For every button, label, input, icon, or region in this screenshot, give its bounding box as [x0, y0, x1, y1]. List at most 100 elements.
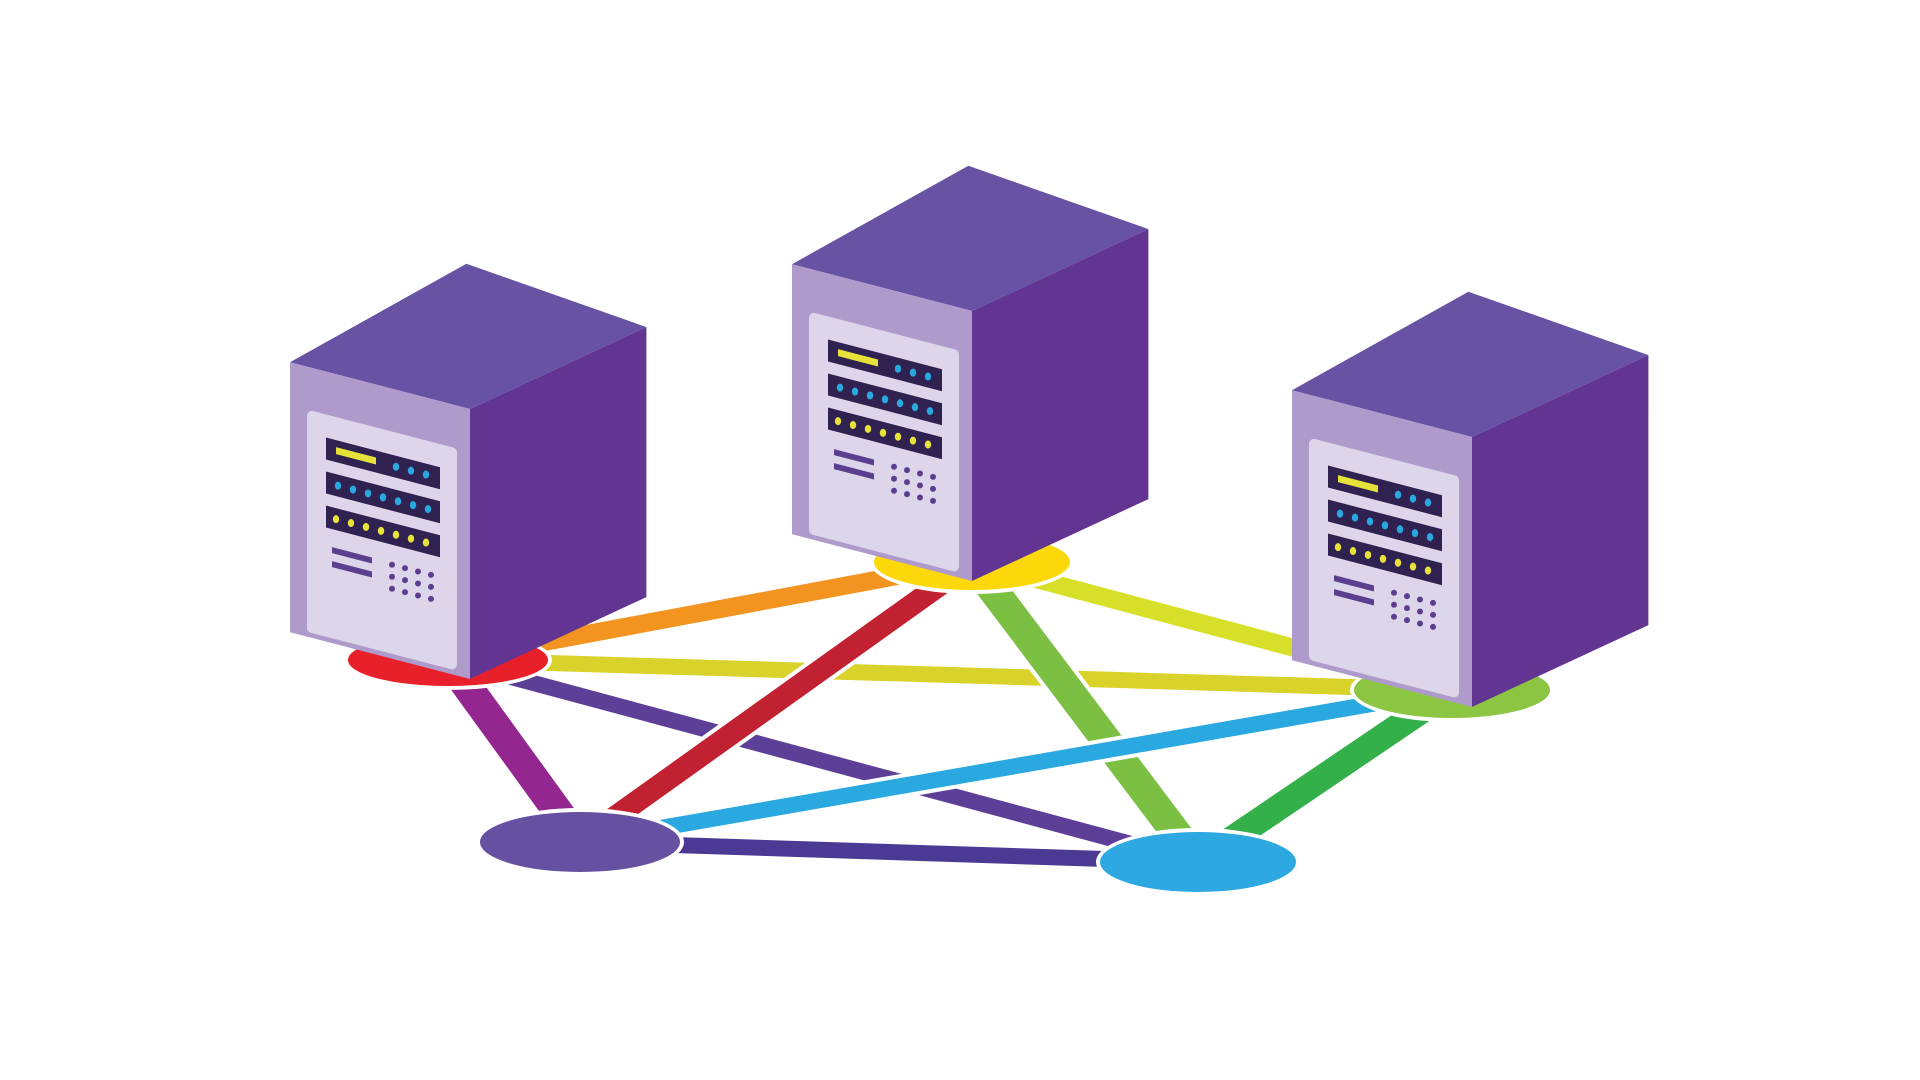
server-led: [864, 424, 872, 433]
server-led: [1424, 498, 1432, 507]
server-vent-dot: [1391, 601, 1397, 608]
server-led: [407, 534, 415, 543]
server-vent-line: [332, 561, 372, 578]
server-vent-dot: [930, 473, 936, 480]
server-led: [1426, 533, 1434, 542]
link-line: [447, 652, 1453, 698]
server-led: [362, 522, 370, 531]
server-vent-line: [1334, 575, 1374, 592]
server-top-face: [1292, 291, 1649, 437]
link-line: [445, 652, 1201, 870]
server-led: [407, 466, 415, 475]
server-led: [394, 497, 402, 506]
server-led: [349, 485, 357, 494]
server-led: [1351, 513, 1359, 522]
server-led: [364, 489, 372, 498]
server-led: [1394, 490, 1402, 499]
server-led: [409, 501, 417, 510]
server-led: [834, 417, 842, 426]
server-vent-dot: [415, 580, 421, 587]
server-vent-dot: [891, 475, 897, 482]
server-vent-dot: [428, 583, 434, 590]
server-led: [866, 391, 874, 400]
server-vent-dot: [402, 577, 408, 584]
server-side-face: [1472, 355, 1649, 707]
server-led: [911, 403, 919, 412]
server-led: [392, 462, 400, 471]
server-led: [1336, 509, 1344, 518]
server-led: [392, 530, 400, 539]
server-led: [849, 421, 857, 430]
server-vent-dot: [904, 467, 910, 474]
server-vent-dot: [402, 565, 408, 572]
link-red-green: [447, 648, 1453, 702]
server-led: [1334, 543, 1342, 552]
node-blue: [1100, 832, 1296, 892]
server-led: [909, 436, 917, 445]
server-vent-line: [834, 449, 874, 466]
server-led: [896, 399, 904, 408]
server-vent-dot: [389, 573, 395, 580]
server-led: [1409, 562, 1417, 571]
server-led: [894, 432, 902, 441]
server-vent-dot: [1430, 623, 1436, 630]
server-vent-dot: [1417, 620, 1423, 627]
server-vent-dot: [891, 487, 897, 494]
server-vent-line: [1334, 589, 1374, 606]
server-led: [851, 387, 859, 396]
server-vent-dot: [402, 589, 408, 596]
server-led: [1364, 550, 1372, 559]
server-side-face: [972, 229, 1149, 581]
node-purple: [480, 812, 680, 872]
server-led: [879, 428, 887, 437]
link-red-blue: [444, 648, 1202, 874]
server-vent-dot: [891, 463, 897, 470]
servers-layer: [290, 165, 1649, 707]
server-led: [1396, 525, 1404, 534]
server-vent-dot: [930, 497, 936, 504]
server-vent-dot: [1417, 608, 1423, 615]
server-vent-dot: [1404, 617, 1410, 624]
server-led: [1381, 521, 1389, 530]
server-vent-dot: [1391, 613, 1397, 620]
links-layer: [432, 549, 1462, 877]
server-vent-dot: [1430, 599, 1436, 606]
server-led: [1349, 547, 1357, 556]
server-led: [422, 538, 430, 547]
server-vent-dot: [904, 479, 910, 486]
server-vent-dot: [428, 595, 434, 602]
server-side-face: [470, 327, 647, 679]
link-line: [573, 553, 979, 851]
server-led: [424, 505, 432, 514]
server-status-bar: [1338, 475, 1378, 493]
server-led: [909, 368, 917, 377]
server-center: [792, 165, 1149, 581]
server-vent-dot: [1430, 611, 1436, 618]
link-line: [960, 552, 1210, 872]
server-status-bar: [838, 349, 878, 367]
server-led: [422, 470, 430, 479]
server-led: [881, 395, 889, 404]
server-vent-dot: [1404, 605, 1410, 612]
server-slot-1: [828, 339, 942, 392]
server-led: [926, 407, 934, 416]
server-led: [332, 515, 340, 524]
server-led: [1411, 529, 1419, 538]
server-led: [1409, 494, 1417, 503]
server-vent-line: [332, 547, 372, 564]
server-left: [290, 263, 647, 679]
server-led: [1379, 554, 1387, 563]
server-slot-1: [326, 437, 440, 490]
server-led: [1366, 517, 1374, 526]
server-slot-1: [1328, 465, 1442, 518]
server-top-face: [290, 263, 647, 409]
server-led: [1424, 566, 1432, 575]
server-led: [379, 493, 387, 502]
link-line: [578, 682, 1454, 850]
server-vent-dot: [917, 482, 923, 489]
server-vent-dot: [1404, 593, 1410, 600]
server-vent-dot: [415, 568, 421, 575]
server-led: [1394, 558, 1402, 567]
link-green-purple: [577, 678, 1455, 854]
